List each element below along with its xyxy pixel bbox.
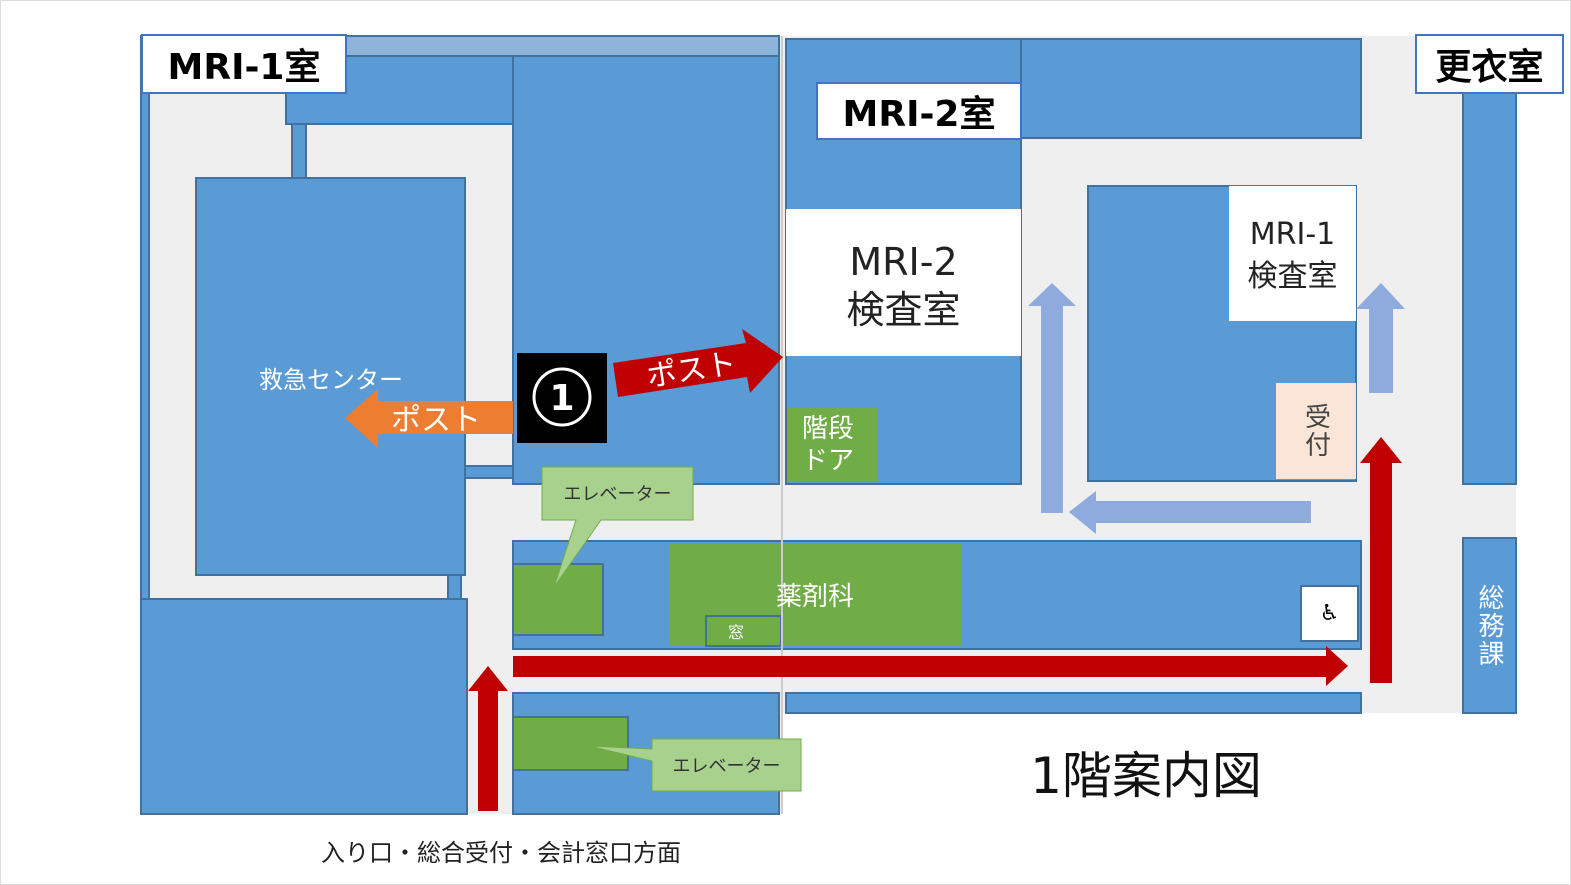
- pharmacy-label: 薬剤科: [775, 581, 854, 612]
- mri1-exam-line1: MRI-1: [1249, 217, 1336, 252]
- changing-room-label: 更衣室: [1415, 34, 1564, 94]
- route-arrow-up-entrance: [468, 666, 508, 811]
- room-block: [140, 598, 468, 815]
- post-arrow-right: [613, 329, 783, 397]
- reception-room: [1276, 383, 1356, 479]
- top-bar: [345, 35, 780, 57]
- stairs-line1: 階段: [802, 414, 855, 444]
- stairs-line2: ドア: [802, 446, 855, 476]
- elevator-bottom-label: エレベーター: [672, 756, 781, 777]
- elevator-top-label: エレベーター: [563, 484, 672, 505]
- general-affairs-label: 総務課: [1474, 584, 1504, 668]
- mri1-exam-room: [1229, 186, 1356, 321]
- mri2-exam-line1: MRI-2: [849, 240, 958, 284]
- route-arrow-right: [513, 646, 1348, 686]
- entrance-caption: 入り口・総合受付・会計窓口方面: [321, 838, 681, 867]
- elevator-bottom: [512, 716, 629, 771]
- pharmacy-window-label: 窓: [727, 623, 744, 642]
- left-wall-strip: [140, 35, 150, 600]
- marker-number: 1: [549, 377, 575, 419]
- room-block: [1020, 38, 1362, 139]
- stairs-door-label: 階段 ドア: [788, 411, 878, 479]
- pharmacy-window: [705, 615, 782, 647]
- restroom-icon: ♿: [1319, 601, 1340, 626]
- connector: [291, 123, 307, 179]
- route-arrow-up-lightblue: [1028, 283, 1076, 513]
- mri1-room-label: MRI-1室: [141, 34, 347, 94]
- mri2-exam-line2: 検査室: [846, 288, 961, 332]
- elevator-bottom-callout: [588, 738, 802, 792]
- post-arrow-left: [345, 389, 513, 448]
- mri2-room-label: MRI-2室: [816, 82, 1022, 140]
- route-arrow-left-lightblue: [1069, 491, 1311, 534]
- marker-circle: [532, 367, 592, 427]
- route-arrow-up-lightblue-right: [1356, 283, 1405, 393]
- room-block: [1462, 38, 1517, 485]
- room-block: [785, 692, 1362, 714]
- general-affairs-room: [1462, 537, 1517, 714]
- elevator-top-callout: [541, 466, 694, 588]
- reception-label: 受付: [1300, 403, 1331, 459]
- floor-title: 1階案内図: [1030, 747, 1262, 805]
- mri1-exam-label: MRI-1 検査室: [1229, 211, 1356, 301]
- restroom-box: [1300, 585, 1359, 642]
- emergency-center-room: [195, 177, 466, 576]
- post-left-label: ポスト: [391, 403, 481, 438]
- route-arrow-up-right: [1360, 437, 1402, 683]
- mri1-exam-line2: 検査室: [1247, 259, 1338, 294]
- connector: [447, 574, 462, 600]
- mri2-exam-label: MRI-2 検査室: [786, 236, 1021, 336]
- connector: [464, 465, 514, 479]
- stairs-door: [788, 408, 878, 481]
- emergency-center-label: 救急センター: [259, 365, 403, 394]
- mri2-exam-room: [786, 209, 1021, 356]
